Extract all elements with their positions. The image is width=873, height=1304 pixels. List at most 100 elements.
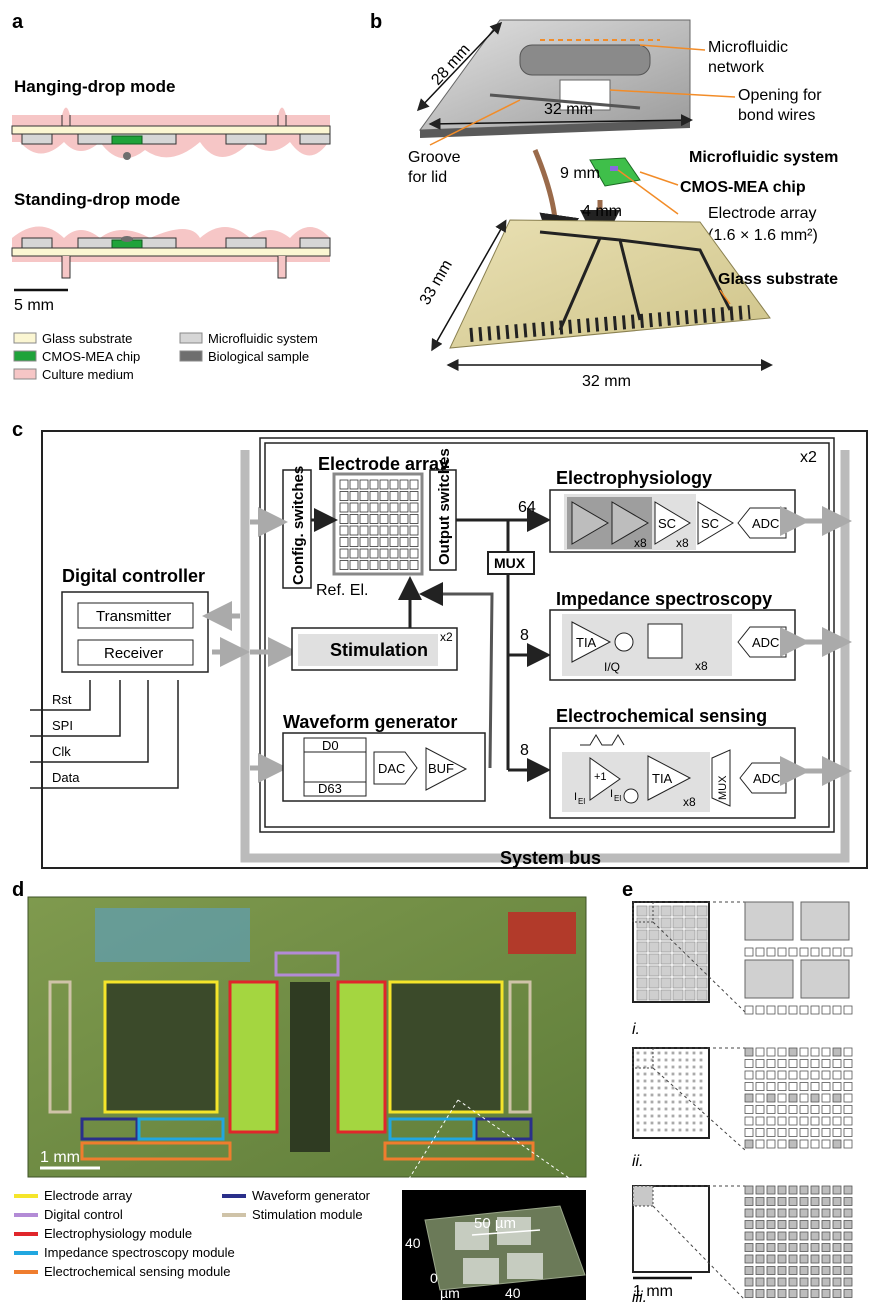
electrode-cell	[409, 537, 419, 547]
config-iii-small	[788, 1266, 798, 1275]
label-microfluidic-network-2: network	[708, 59, 765, 76]
config-ii-dot	[664, 1072, 668, 1076]
electrode-cell	[349, 548, 359, 559]
config-iii-small	[810, 1197, 820, 1206]
config-ii-small	[777, 1082, 787, 1091]
scale-label-a: 5 mm	[14, 297, 54, 314]
config-ii-dot	[692, 1051, 696, 1055]
config-ii-dot	[699, 1121, 703, 1125]
config-iii-small	[843, 1254, 853, 1264]
panel-label-c: c	[12, 419, 23, 441]
config-ii-small	[766, 1070, 776, 1080]
config-iii-small	[777, 1208, 787, 1218]
config-iii-small	[788, 1208, 798, 1218]
config-iii-small	[821, 1231, 831, 1241]
electrode-cell	[379, 537, 389, 547]
config-ii-dot	[636, 1072, 640, 1076]
config-ii-small	[744, 1082, 754, 1091]
legend-label-bio: Biological sample	[208, 349, 309, 364]
config-ii-dot	[636, 1086, 640, 1090]
config-ii-dot	[671, 1051, 675, 1055]
config-iii-small	[799, 1277, 809, 1287]
config-iii-small	[755, 1231, 765, 1241]
config-ii-small	[788, 1105, 798, 1114]
config-i-small	[766, 947, 776, 957]
panel-label-a: a	[12, 11, 24, 33]
config-iii-small	[755, 1277, 765, 1287]
adc-label-1: ADC	[752, 516, 779, 531]
config-i-cell	[648, 929, 660, 941]
config-i-cell	[684, 929, 696, 941]
config-ii-dot	[699, 1072, 703, 1076]
mux-label: MUX	[494, 555, 526, 571]
channel-count-8b: 8	[520, 742, 529, 759]
legend-d-label-5: Impedance spectroscopy module	[44, 1245, 235, 1260]
electrode-cell	[339, 560, 349, 570]
config-iii-small	[832, 1243, 842, 1252]
config-iii-small	[821, 1185, 831, 1195]
panel-label-d: d	[12, 879, 24, 901]
electrode-cell	[359, 491, 369, 501]
config-i-cell	[684, 905, 696, 917]
config-iii-small	[788, 1254, 798, 1264]
electrophysiology-right	[336, 980, 387, 1134]
config-ii-dot	[685, 1121, 689, 1125]
config-ii-dot	[678, 1114, 682, 1118]
electrode-cell	[399, 514, 409, 524]
config-ii-dot	[657, 1051, 661, 1055]
config-i-small	[755, 947, 765, 957]
electrode-cell	[389, 491, 399, 501]
config-i-cell	[660, 953, 672, 965]
config-iii-small	[744, 1197, 754, 1206]
config-i-cell	[636, 941, 648, 953]
electrode-cell	[389, 514, 399, 524]
config-i-cell	[660, 965, 672, 977]
config-i-cell	[684, 941, 696, 953]
config-i-cell	[648, 953, 660, 965]
config-ii-small	[821, 1082, 831, 1091]
config-ii-dot	[671, 1121, 675, 1125]
iel-label-1: I	[574, 791, 577, 803]
mux-label-2: MUX	[717, 775, 729, 800]
config-iii-small	[799, 1231, 809, 1241]
center-column	[290, 982, 330, 1152]
config-iii-small	[799, 1254, 809, 1264]
config-iii-small	[766, 1277, 776, 1287]
config-ii-dot	[657, 1065, 661, 1069]
config-iii-small	[766, 1197, 776, 1206]
iel-sub-2: El	[614, 794, 621, 803]
config-iii-small	[777, 1231, 787, 1241]
config-ii-small	[843, 1128, 853, 1137]
stimulation-x2: x2	[440, 630, 453, 644]
config-iii-small	[799, 1243, 809, 1252]
config-ii-small	[744, 1105, 754, 1114]
electrode-cell	[349, 560, 359, 570]
config-i-small	[766, 1005, 776, 1015]
config-i-small	[821, 947, 831, 957]
adc-label-3: ADC	[753, 771, 780, 786]
config-ii-small	[799, 1139, 809, 1149]
config-ii-dot	[636, 1121, 640, 1125]
config-iii-small	[788, 1197, 798, 1206]
electrode-cell	[379, 560, 389, 570]
config-ii-dot	[664, 1100, 668, 1104]
config-ii-dot	[636, 1128, 640, 1132]
config-ii-dot	[643, 1072, 647, 1076]
legend-swatch-cmos	[13, 350, 37, 362]
config-ii-dot	[692, 1114, 696, 1118]
config-ii-small	[777, 1093, 787, 1103]
config-ii-dot	[685, 1065, 689, 1069]
config-i-cell	[696, 965, 708, 977]
config-iii-small	[766, 1254, 776, 1264]
config-ii-small	[832, 1093, 842, 1103]
config-i-cell	[636, 989, 648, 1001]
config-ii-dot	[657, 1121, 661, 1125]
config-iii-small	[744, 1220, 754, 1229]
electrode-cell	[349, 491, 359, 501]
config-iii-small	[821, 1277, 831, 1287]
electrode-cell	[369, 479, 379, 490]
config-iii-small	[788, 1277, 798, 1287]
config-iii-small	[744, 1243, 754, 1252]
inset-y40: 40	[405, 1235, 421, 1251]
electrode-cell	[339, 514, 349, 524]
